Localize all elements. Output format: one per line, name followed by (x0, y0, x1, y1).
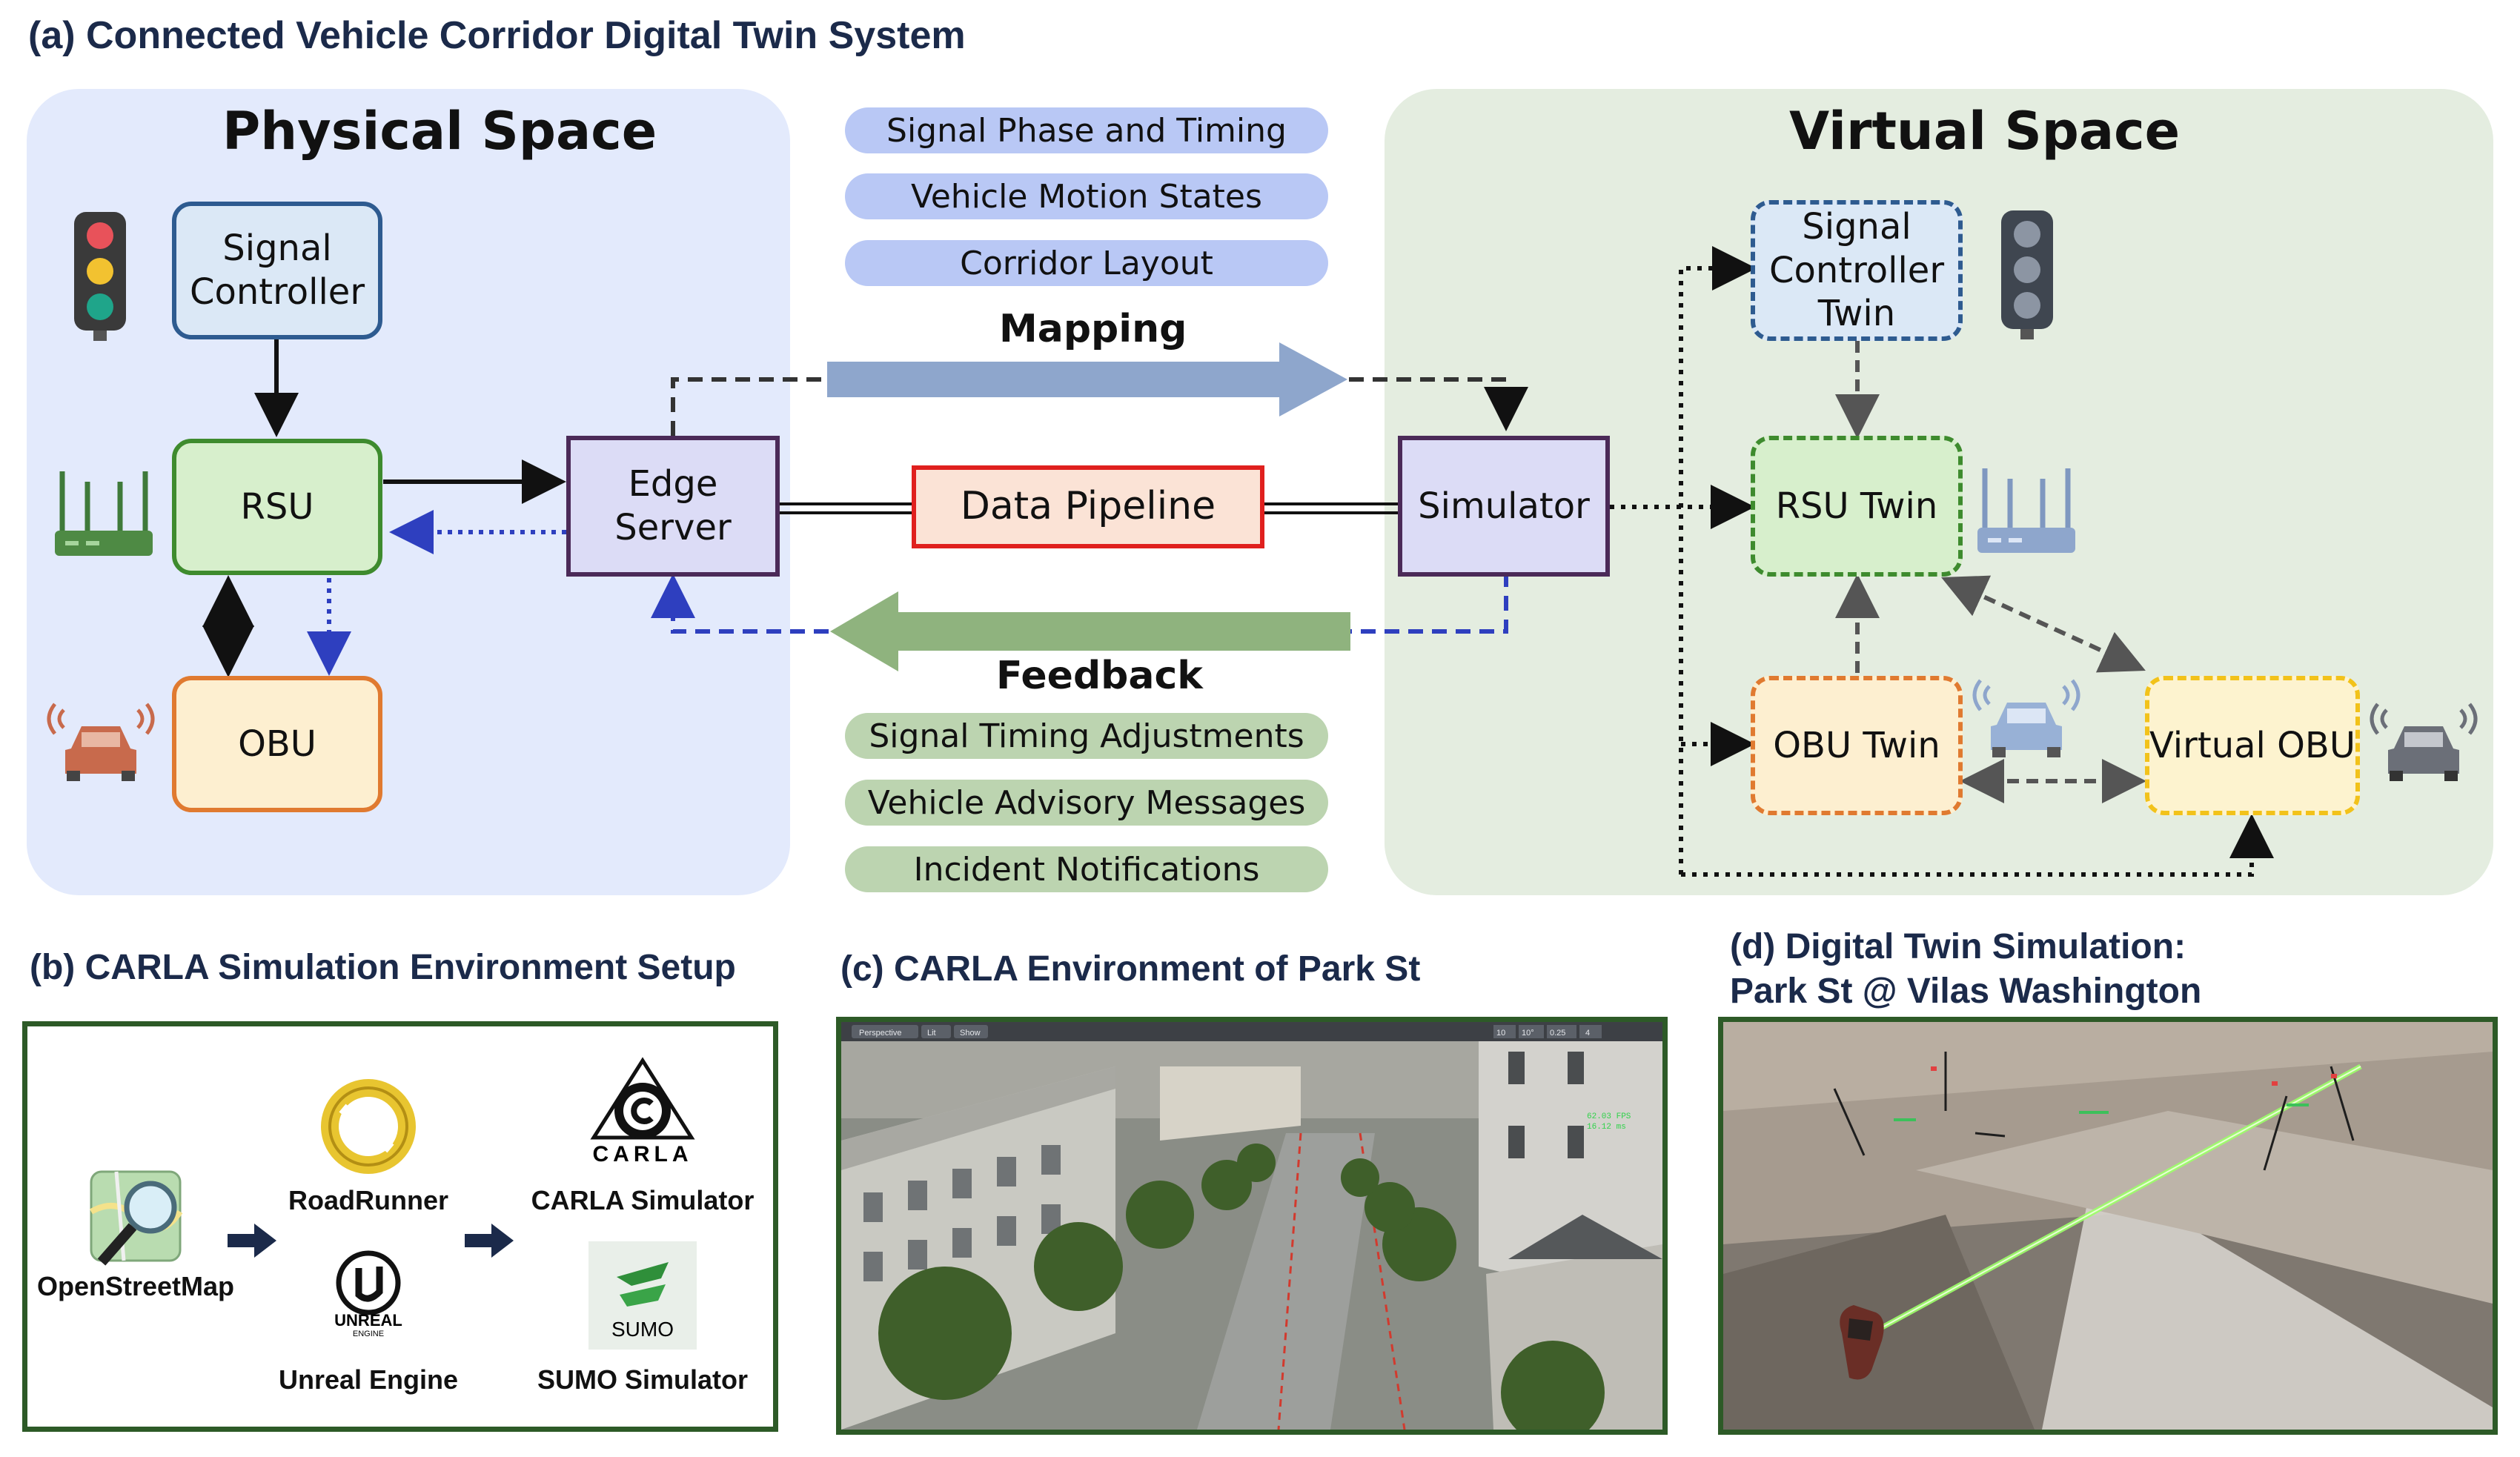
toolbar-angle: 10° (1522, 1029, 1534, 1038)
virtual-car-icon (2370, 703, 2478, 781)
arrow-tools-to-sims (465, 1224, 514, 1258)
mapping-item-spat: Signal Phase and Timing (845, 107, 1328, 153)
panel-c-title: (c) CARLA Environment of Park St (840, 949, 1421, 989)
panel-d-title-line2: Park St @ Vilas Washington (1730, 972, 2202, 1011)
feedback-item-signal: Signal Timing Adjustments (845, 713, 1328, 759)
openstreetmap-label: OpenStreetMap (36, 1271, 235, 1301)
mapping-dash-left (671, 377, 827, 436)
carla-scene: Perspective Lit Show 10 10° 0.25 4 62.03… (841, 1022, 1662, 1430)
panel-b-title: (b) CARLA Simulation Environment Setup (30, 948, 736, 987)
router-icon (55, 471, 153, 556)
traffic-light-icon (74, 212, 126, 341)
sumo-logo: SUMO (588, 1241, 697, 1350)
obu-twin-box: OBU Twin (1751, 676, 1963, 815)
rsu-twin-box: RSU Twin (1751, 436, 1963, 577)
signal-controller-box: Signal Controller (172, 202, 382, 339)
toolbar-scale: 0.25 (1550, 1029, 1565, 1038)
connected-car-icon (47, 703, 155, 781)
roadrunner-label: RoadRunner (288, 1185, 448, 1215)
roadrunner-logo (321, 1079, 416, 1174)
obu-box: OBU (172, 676, 382, 812)
sumo-simulator-label: SUMO Simulator (537, 1364, 749, 1395)
feedback-label: Feedback (996, 654, 1203, 698)
traffic-light-twin-icon (2001, 210, 2053, 339)
panel-b-frame: OpenStreetMap RoadRunner UNREAL ENGINE U… (22, 1021, 778, 1432)
mapping-item-motion: Vehicle Motion States (845, 173, 1328, 219)
feedback-dash-right (1350, 572, 1508, 634)
toolbar-show: Show (960, 1029, 981, 1038)
digital-twin-scene (1723, 1022, 2493, 1430)
simulator-box: Simulator (1398, 436, 1610, 577)
feedback-item-incident: Incident Notifications (845, 846, 1328, 892)
feedback-dash-left (651, 574, 829, 634)
mapping-item-layout: Corridor Layout (845, 240, 1328, 286)
toolbar-lit: Lit (927, 1029, 936, 1038)
unreal-engine-label: Unreal Engine (278, 1364, 459, 1395)
signal-controller-twin-box: Signal Controller Twin (1751, 200, 1963, 341)
router-twin-icon (1977, 468, 2075, 553)
edge-server-box: Edge Server (566, 436, 780, 577)
sumo-logo-text: SUMO (611, 1318, 674, 1341)
ms-readout: 16.12 ms (1587, 1123, 1626, 1132)
unreal-logo-text: UNREAL (334, 1311, 402, 1330)
carla-environment-view: Perspective Lit Show 10 10° 0.25 4 62.03… (836, 1017, 1668, 1435)
rsu-box: RSU (172, 439, 382, 575)
carla-simulator-label: CARLA Simulator (531, 1185, 755, 1215)
toolbar-grid: 10 (1496, 1029, 1505, 1038)
mapping-label: Mapping (999, 307, 1187, 351)
fps-readout: 62.03 FPS (1587, 1112, 1631, 1121)
toolbar-perspective: Perspective (859, 1029, 901, 1038)
mapping-arrow (827, 342, 1347, 416)
virtual-obu-box: Virtual OBU (2145, 676, 2360, 815)
unreal-engine-logo: UNREAL ENGINE (334, 1250, 402, 1338)
carla-logo: CARLA (590, 1057, 695, 1166)
panel-a-title: (a) Connected Vehicle Corridor Digital T… (28, 14, 966, 57)
feedback-arrow (830, 591, 1350, 671)
mapping-dash-right (1349, 377, 1528, 431)
digital-twin-view (1718, 1017, 2498, 1435)
sim-distribution-line (1679, 246, 1757, 874)
data-pipeline-box: Data Pipeline (912, 465, 1264, 548)
openstreetmap-logo (89, 1170, 183, 1266)
virtual-space-title: Virtual Space (1789, 101, 2181, 162)
panel-d-title-line1: (d) Digital Twin Simulation: (1730, 927, 2186, 966)
arrow-osm-to-tools (228, 1224, 276, 1258)
unreal-logo-sub: ENGINE (353, 1330, 384, 1338)
toolbar-camera: 4 (1585, 1029, 1590, 1038)
car-twin-icon (1972, 679, 2080, 757)
feedback-item-advisory: Vehicle Advisory Messages (845, 780, 1328, 826)
physical-space-title: Physical Space (222, 101, 657, 162)
carla-logo-text: CARLA (593, 1142, 693, 1166)
